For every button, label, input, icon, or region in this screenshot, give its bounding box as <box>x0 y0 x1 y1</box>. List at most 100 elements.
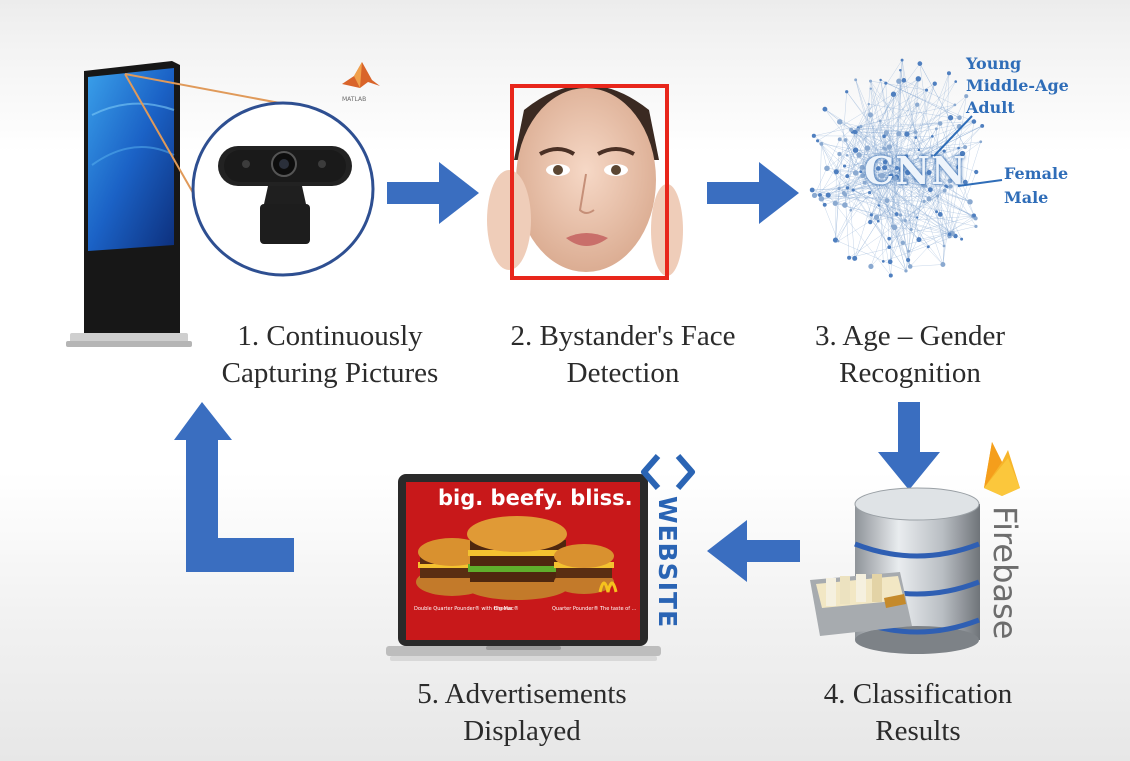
cnn-edge <box>839 153 920 240</box>
cnn-node <box>947 115 954 121</box>
cnn-node <box>936 194 940 198</box>
age-class-labels: Young Middle-Age Adult <box>966 54 1069 118</box>
cnn-node <box>895 166 899 170</box>
cnn-edge <box>948 126 960 170</box>
cnn-edge <box>855 94 894 174</box>
cnn-edge <box>907 172 920 240</box>
cnn-edge <box>879 120 908 173</box>
cnn-edge <box>836 126 960 173</box>
cnn-node <box>878 182 883 186</box>
cnn-edge <box>928 186 948 200</box>
cnn-node <box>894 212 899 217</box>
cnn-edge <box>828 89 927 196</box>
cnn-edge <box>854 175 880 259</box>
cnn-node <box>909 227 913 232</box>
cnn-edge <box>847 129 859 177</box>
cnn-node <box>904 269 908 273</box>
step-4-line-1: 4. Classification <box>823 678 1013 710</box>
step-2-line-1: 2. Bystander's Face <box>510 320 736 352</box>
cnn-edge <box>900 70 945 247</box>
cnn-node <box>953 103 957 107</box>
website-code-icon <box>641 454 695 490</box>
cnn-edge <box>889 146 897 178</box>
cnn-node <box>845 153 849 157</box>
cnn-node <box>851 188 855 192</box>
cnn-edge <box>919 63 966 148</box>
cnn-edge <box>821 143 828 169</box>
cnn-node <box>887 236 891 241</box>
cnn-node <box>868 191 872 195</box>
cnn-node <box>947 232 952 236</box>
cnn-edge <box>944 190 956 237</box>
cnn-node <box>979 140 983 144</box>
cnn-edge <box>835 175 863 204</box>
cnn-edge <box>883 147 948 187</box>
cnn-edge <box>918 90 927 151</box>
cnn-edge <box>812 189 976 227</box>
cnn-edge <box>936 211 945 247</box>
cnn-edge <box>835 171 837 241</box>
cnn-edge <box>886 81 956 201</box>
cnn-edge <box>853 189 945 247</box>
cnn-edge <box>836 171 953 234</box>
cnn-edge <box>878 205 897 215</box>
cnn-edge <box>889 70 901 262</box>
cnn-edge <box>885 83 892 177</box>
cnn-node <box>944 184 948 188</box>
cnn-edge <box>884 167 924 186</box>
cnn-node <box>842 202 848 208</box>
cnn-edge <box>871 104 918 216</box>
arrow-left <box>707 520 800 582</box>
cnn-edge <box>821 195 938 200</box>
cnn-edge <box>880 180 907 185</box>
cnn-edge <box>838 186 927 242</box>
cnn-node <box>914 136 918 139</box>
cnn-node <box>837 186 841 191</box>
cnn-edge <box>835 188 840 241</box>
face-detection-illustration <box>487 84 683 280</box>
cnn-edge <box>965 121 975 183</box>
cnn-node <box>852 147 859 153</box>
cnn-edge <box>942 96 967 265</box>
cnn-edge <box>906 134 956 237</box>
cnn-edge <box>871 214 890 248</box>
cnn-edge <box>871 178 896 216</box>
cnn-edge <box>843 83 887 194</box>
cnn-node <box>873 214 880 220</box>
cnn-edge <box>845 125 983 196</box>
cnn-edge <box>855 131 899 135</box>
website-logo-text: WEBSITE <box>653 496 682 629</box>
cnn-edge <box>857 129 907 181</box>
cnn-edge <box>918 73 950 151</box>
cnn-node <box>888 160 893 166</box>
cnn-node <box>964 94 969 99</box>
cnn-edge <box>896 150 945 178</box>
age-label-adult: Adult <box>966 98 1015 117</box>
ad-caption-2: Big Mac® <box>494 606 519 612</box>
cnn-edge <box>919 63 966 148</box>
cnn-edge <box>817 78 919 141</box>
cnn-edge <box>906 132 916 157</box>
cnn-edge <box>845 139 872 216</box>
cnn-edge <box>854 128 937 259</box>
cnn-node <box>832 237 839 243</box>
cnn-edge <box>906 104 956 135</box>
cnn-node <box>869 87 873 90</box>
cnn-node <box>926 245 930 249</box>
cnn-node <box>957 115 962 121</box>
cnn-edge <box>854 128 937 259</box>
cnn-node <box>942 188 947 193</box>
cnn-node <box>980 123 985 128</box>
cnn-node <box>876 219 880 223</box>
cnn-edge <box>936 151 945 212</box>
cnn-edge <box>910 246 929 267</box>
cnn-node <box>974 224 978 228</box>
cnn-edge <box>894 227 950 235</box>
cnn-edge <box>858 127 895 228</box>
firebase-logo-text: Firebase <box>986 506 1024 640</box>
cnn-edge <box>843 172 930 194</box>
cnn-edge <box>906 183 974 217</box>
cnn-node <box>960 237 964 241</box>
cnn-edge <box>900 168 912 230</box>
cnn-node <box>864 145 871 151</box>
